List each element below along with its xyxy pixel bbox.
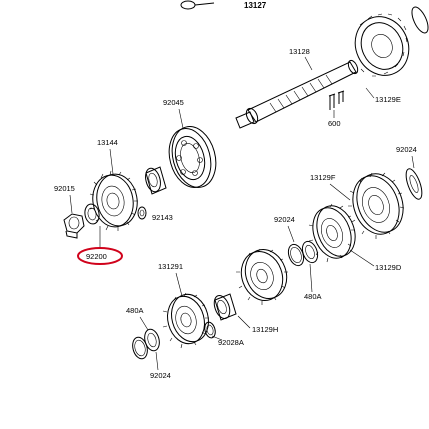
label-13129e[interactable]: 13129E (375, 95, 401, 104)
label-92200[interactable]: 92200 (86, 252, 107, 261)
label-13129h[interactable]: 13129H (252, 325, 278, 334)
leader-13129h (237, 315, 251, 329)
leader-92024-bottom (155, 351, 159, 371)
label-13128[interactable]: 13128 (289, 47, 310, 56)
label-13129f[interactable]: 13129F (310, 173, 336, 182)
collar-sleeve[interactable] (143, 166, 167, 195)
gear-13129f[interactable] (345, 167, 425, 241)
label-13144[interactable]: 13144 (97, 138, 118, 147)
needle-bearing[interactable] (211, 293, 237, 321)
leader-13144 (109, 148, 114, 175)
gear-middle[interactable] (235, 244, 294, 307)
pin-600[interactable] (328, 90, 345, 110)
gear-13129e[interactable] (346, 5, 429, 84)
leader-480a-left (139, 316, 149, 331)
label-13129d[interactable]: 13129D (375, 263, 402, 272)
label-92015[interactable]: 92015 (54, 184, 75, 193)
circlip-92024-bottom[interactable] (130, 336, 149, 361)
leader-13129e (365, 87, 375, 99)
leader-92024-mid (287, 225, 295, 243)
label-92024-mid[interactable]: 92024 (274, 215, 295, 224)
label-92028a[interactable]: 92028A (218, 338, 244, 347)
gear-13129d[interactable] (306, 200, 362, 263)
label-600[interactable]: 600 (328, 119, 341, 128)
leader-92028a (211, 335, 223, 341)
leader-92024-right (411, 155, 415, 169)
highlight-ring-92200[interactable] (77, 247, 123, 265)
label-92024-right[interactable]: 92024 (396, 145, 417, 154)
nut-92015[interactable] (63, 213, 85, 239)
washer-92028a[interactable] (203, 321, 217, 339)
label-13127[interactable]: 13127 (244, 1, 267, 10)
output-shaft-13128[interactable] (235, 59, 360, 129)
leader-92015 (69, 194, 73, 214)
washer-near-nut[interactable] (83, 203, 100, 225)
label-131291[interactable]: 131291 (158, 262, 183, 271)
label-92143[interactable]: 92143 (152, 213, 173, 222)
small-bolt-part-top[interactable] (180, 0, 215, 10)
gear-131291[interactable] (162, 290, 213, 349)
leader-480a-right (309, 263, 313, 293)
leader-13129f (329, 183, 351, 201)
label-480a-left[interactable]: 480A (126, 306, 144, 315)
label-480a-right[interactable]: 480A (304, 292, 322, 301)
leader-92045 (178, 108, 184, 129)
leader-131291 (175, 272, 183, 297)
leader-13128 (304, 56, 313, 71)
label-92024-bottom[interactable]: 92024 (150, 371, 171, 380)
washer-480a-right[interactable] (300, 239, 321, 264)
label-92045[interactable]: 92045 (163, 98, 184, 107)
washer-92143[interactable] (137, 206, 147, 220)
leader-13129d (349, 249, 375, 267)
ball-bearing-92045[interactable] (163, 122, 222, 193)
